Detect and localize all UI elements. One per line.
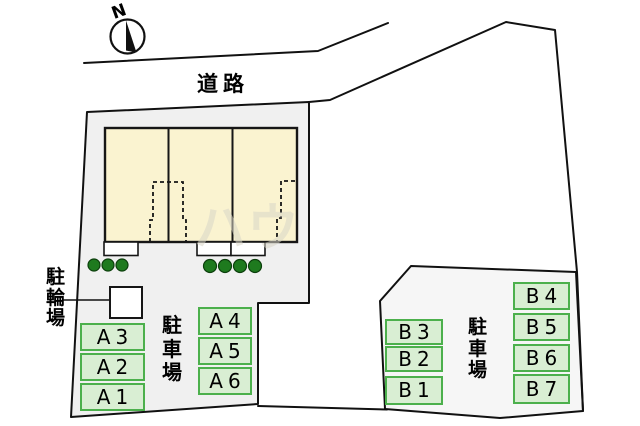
watermark-text: ハウ	[194, 199, 301, 259]
parking-spot-b4: B4	[513, 281, 570, 310]
entrance-outline-2	[276, 180, 295, 242]
bicycle-parking-box	[109, 286, 143, 319]
parking-spot-b1: B1	[385, 375, 443, 405]
entrance-step	[103, 241, 139, 257]
parking-spot-a5: A5	[198, 336, 252, 365]
tree-icons	[87, 258, 263, 274]
parking-spot-b3: B3	[385, 319, 443, 345]
entrance-outline-1	[149, 181, 187, 242]
road-label: 道路	[197, 72, 249, 96]
site-boundary-bottom	[257, 405, 388, 411]
bicycle-parking-label: 駐輪場	[45, 266, 65, 329]
parking-spot-a2: A2	[80, 352, 145, 381]
parking-spot-a3: A3	[80, 323, 145, 351]
road-edge-line	[83, 22, 389, 64]
parking-spot-a4: A4	[198, 306, 252, 335]
parking-lot-b-label: 駐車場	[467, 316, 487, 381]
parking-spot-a6: A6	[198, 366, 252, 395]
entrance-step	[230, 241, 266, 257]
parking-spot-b5: B5	[513, 312, 570, 341]
parking-spot-a1: A1	[80, 382, 145, 411]
north-compass-icon	[109, 18, 146, 55]
parking-lot-a-label: 駐車場	[162, 313, 182, 384]
site-boundary-right	[308, 21, 584, 412]
parking-spot-b7: B7	[513, 374, 570, 404]
parking-spot-b6: B6	[513, 343, 570, 372]
parking-spot-b2: B2	[385, 346, 443, 372]
